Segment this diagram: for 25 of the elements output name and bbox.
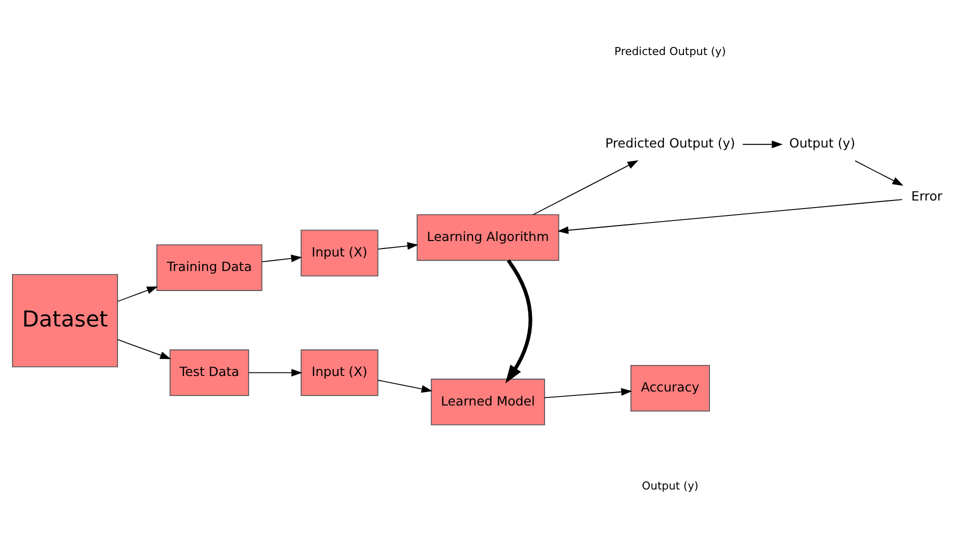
arrow <box>505 259 532 384</box>
arrow <box>117 339 172 360</box>
arrow <box>378 242 418 250</box>
arrow <box>742 140 783 148</box>
arrow <box>544 388 632 398</box>
node-box: Input (X) <box>300 349 378 396</box>
node-text: Output (y) <box>789 136 856 152</box>
arrow <box>117 286 158 302</box>
node-box: Learning Algorithm <box>416 214 560 261</box>
label: Predicted Output (y) <box>614 44 726 58</box>
node-box: Training Data <box>156 244 262 291</box>
node-box: Accuracy <box>630 364 710 412</box>
node-text: Predicted Output (y) <box>605 136 736 152</box>
arrow <box>557 199 903 234</box>
node-box: Learned Model <box>430 378 546 426</box>
label: Output (y) <box>642 480 698 493</box>
arrow <box>262 254 302 262</box>
arrow <box>248 368 302 377</box>
node-box: Test Data <box>170 349 250 396</box>
arrow <box>854 160 904 186</box>
node-box: Input (X) <box>300 230 378 276</box>
arrow <box>378 380 432 393</box>
arrow <box>532 160 638 216</box>
node-text: Error <box>911 190 942 205</box>
node-box: Dataset <box>12 274 118 368</box>
